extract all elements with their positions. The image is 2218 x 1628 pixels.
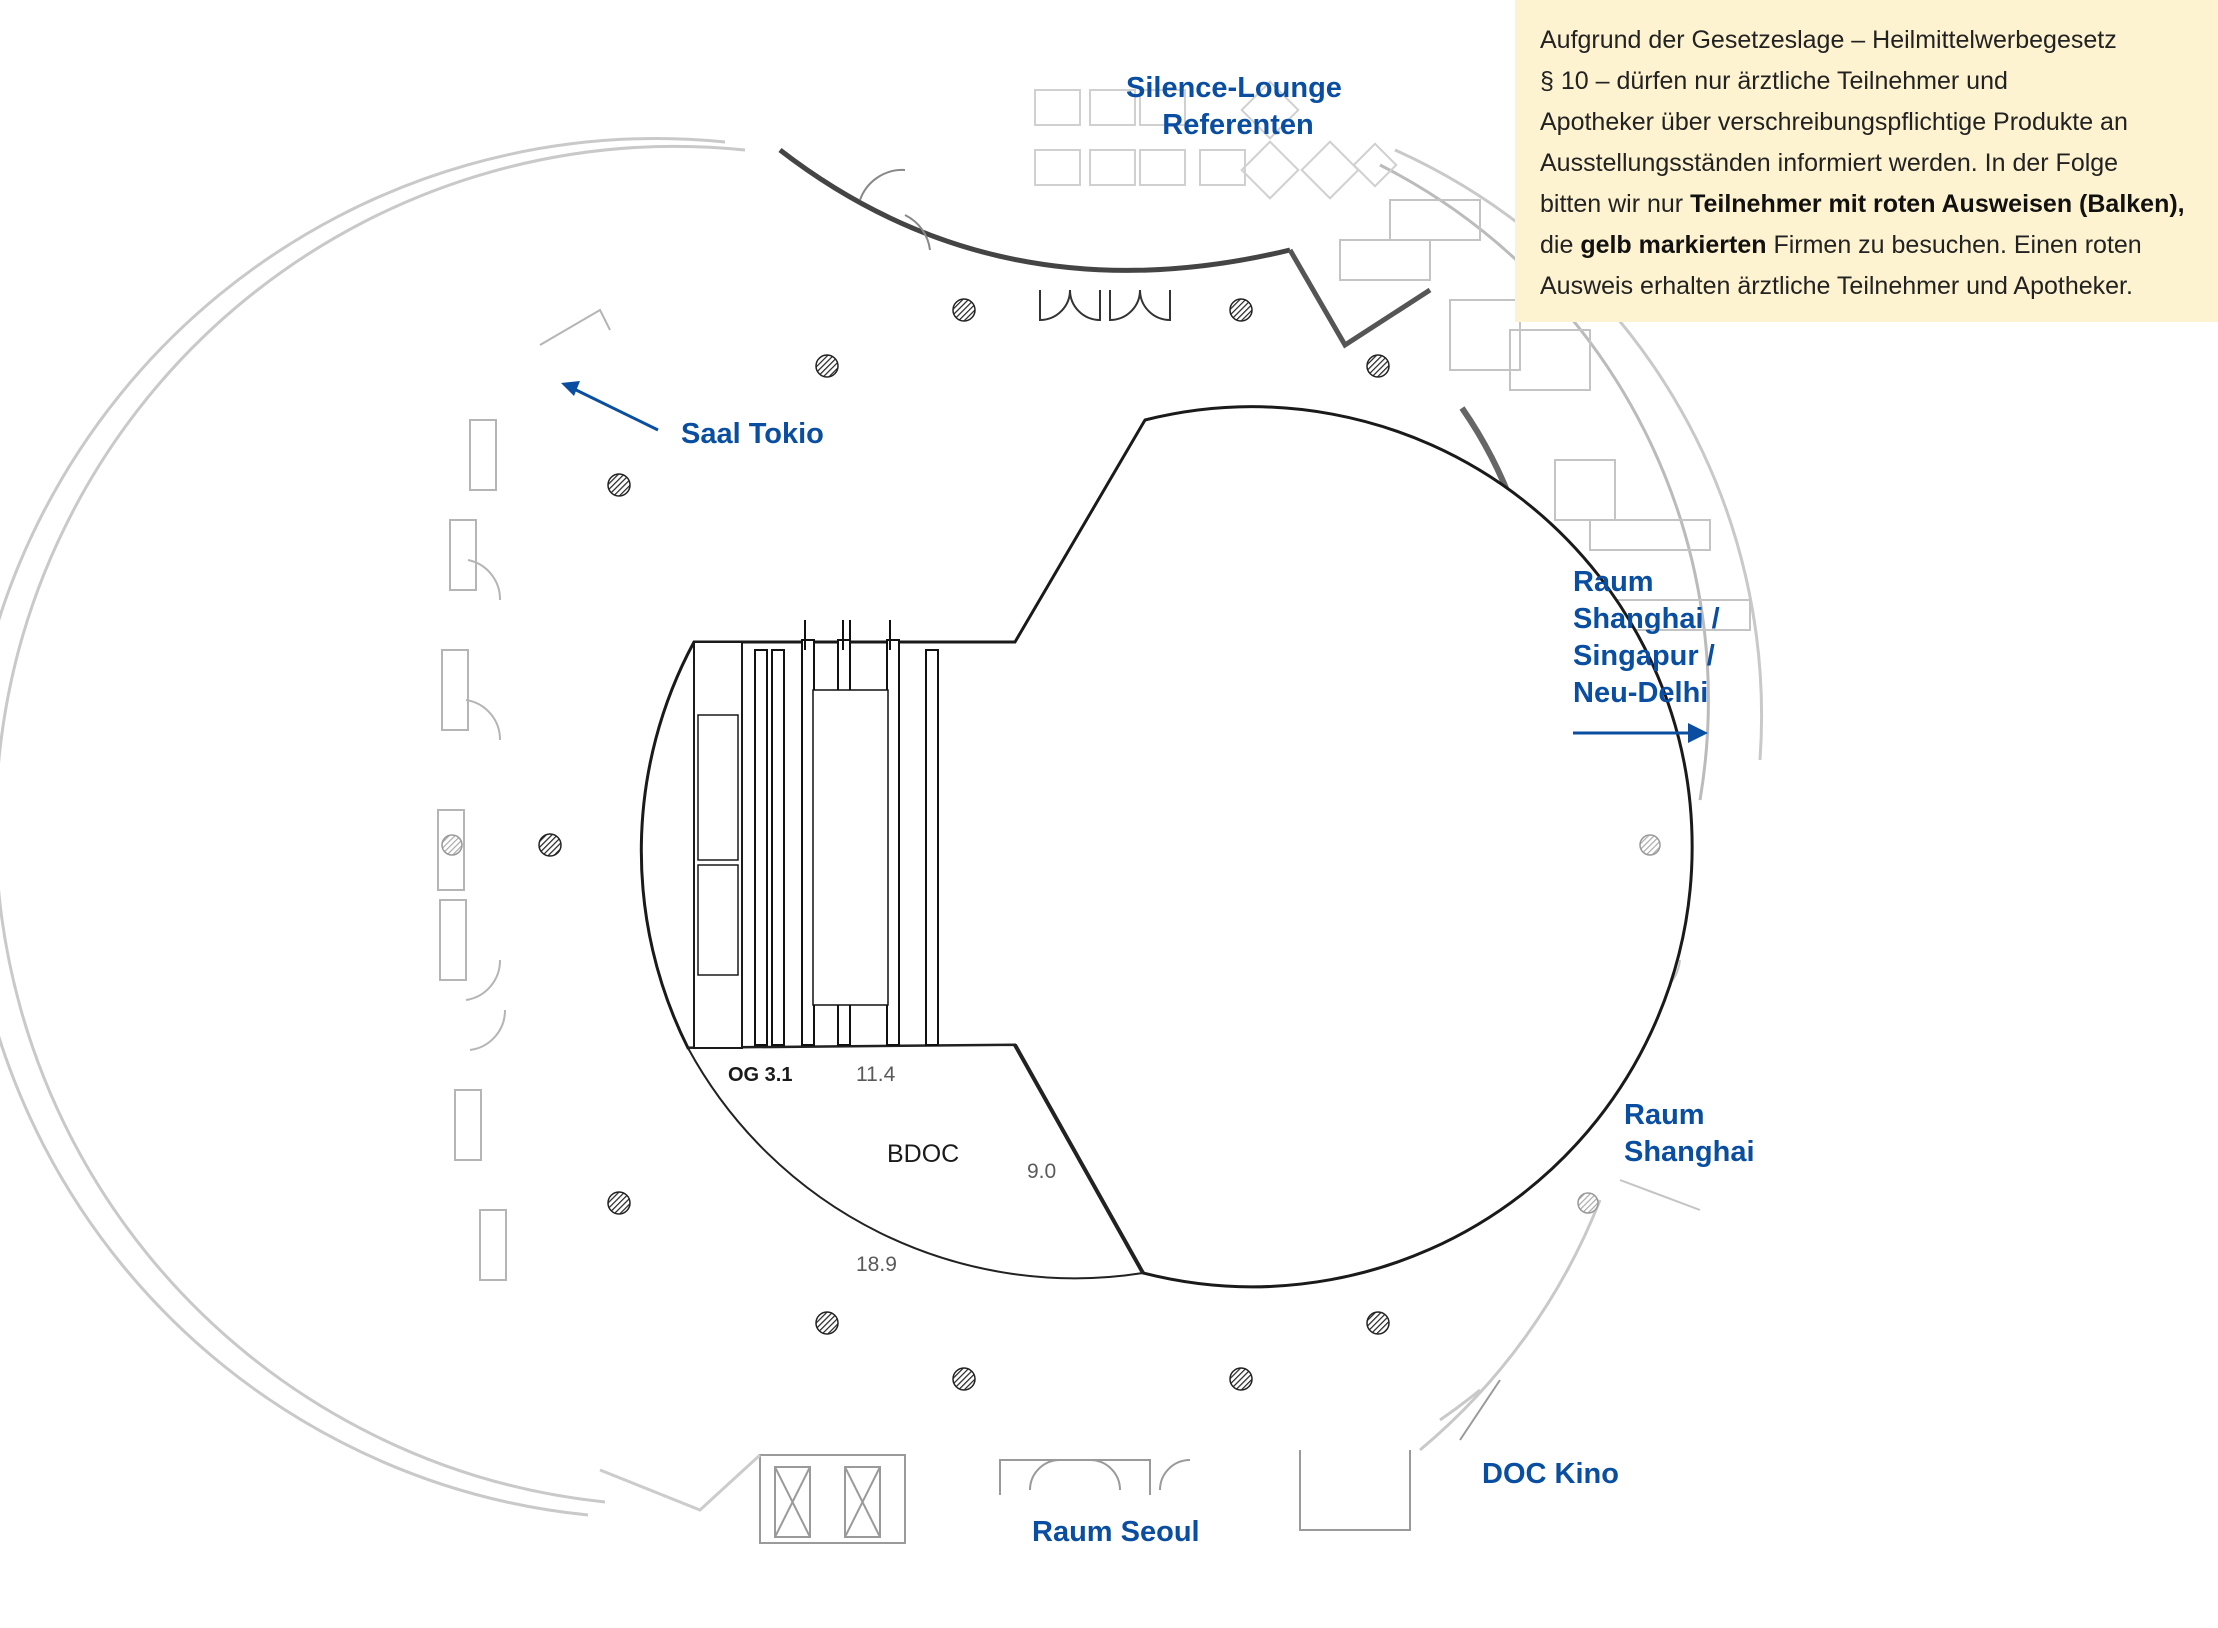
- column-hatched-circle-icon: [607, 1191, 631, 1215]
- notice-emphasis: gelb markierten: [1580, 231, 1767, 259]
- notice-emphasis: Teilnehmer mit roten Ausweisen (Balken),: [1690, 190, 2185, 218]
- column-hatched-circle-icon: [1577, 1192, 1599, 1214]
- bdoc-stand-area: [686, 1043, 1145, 1280]
- outer-building-walls: [0, 137, 1764, 1517]
- columns: [538, 298, 1390, 1391]
- column-hatched-circle-icon: [815, 1311, 839, 1335]
- arrow-up-left-icon: [561, 381, 659, 432]
- bottom-left-wall: [599, 1453, 762, 1512]
- column-hatched-circle-icon: [1229, 1367, 1253, 1391]
- left-wall-segments: [437, 308, 611, 1281]
- faint-columns: [441, 834, 1661, 1214]
- stand-number: 11.4: [856, 1063, 896, 1086]
- central-core: [639, 405, 1694, 1289]
- top-curved-wall: [778, 148, 1432, 349]
- notice-line: Aufgrund der Gesetzeslage – Heilmittelwe…: [1540, 26, 2117, 54]
- notice-line: Ausweis erhalten ärztliche Teilnehmer un…: [1540, 272, 2133, 300]
- column-hatched-circle-icon: [1229, 298, 1253, 322]
- notice-line: die gelb markierten Firmen zu besuchen. …: [1540, 225, 2202, 266]
- legal-notice-box: Aufgrund der Gesetzeslage – Heilmittelwe…: [1515, 0, 2218, 322]
- notice-line: § 10 – dürfen nur ärztliche Teilnehmer u…: [1540, 67, 2008, 95]
- column-hatched-circle-icon: [815, 354, 839, 378]
- silence-lounge-label: Silence-Lounge Referenten: [1126, 72, 1350, 141]
- column-hatched-circle-icon: [607, 473, 631, 497]
- column-hatched-circle-icon: [1639, 834, 1661, 856]
- room-name: BDOC: [887, 1140, 959, 1168]
- column-hatched-circle-icon: [441, 834, 463, 856]
- core-outline: [639, 405, 1694, 1289]
- column-hatched-circle-icon: [952, 1367, 976, 1391]
- column-hatched-circle-icon: [538, 833, 562, 857]
- notice-line: Ausstellungsständen informiert werden. I…: [1540, 149, 2119, 177]
- raum-shanghai-group-label: Raum Shanghai / Singapur / Neu-Delhi: [1573, 566, 1728, 709]
- notice-text: die: [1540, 231, 1581, 259]
- notice-text: bitten wir nur: [1540, 190, 1691, 218]
- saal-tokio-label: Saal Tokio: [681, 418, 824, 450]
- escalators: [754, 620, 939, 1046]
- arrow-right-icon: [1573, 723, 1708, 743]
- doc-kino-label: DOC Kino: [1482, 1458, 1619, 1490]
- notice-line: Apotheker über verschreibungspflichtige …: [1540, 108, 2128, 136]
- bottom-rooms: [759, 1379, 1501, 1544]
- stand-number: 9.0: [1027, 1160, 1056, 1183]
- stand-number: 18.9: [856, 1253, 897, 1276]
- level-code: OG 3.1: [728, 1064, 792, 1086]
- raum-seoul-label: Raum Seoul: [1032, 1516, 1200, 1548]
- raum-shanghai-label: Raum Shanghai: [1624, 1099, 1755, 1168]
- column-hatched-circle-icon: [952, 298, 976, 322]
- column-hatched-circle-icon: [1366, 1311, 1390, 1335]
- lounge-furniture: [1034, 80, 1398, 200]
- notice-text: Firmen zu besuchen. Einen roten: [1766, 231, 2142, 259]
- notice-line: bitten wir nur Teilnehmer mit roten Ausw…: [1540, 184, 2202, 225]
- column-hatched-circle-icon: [1366, 354, 1390, 378]
